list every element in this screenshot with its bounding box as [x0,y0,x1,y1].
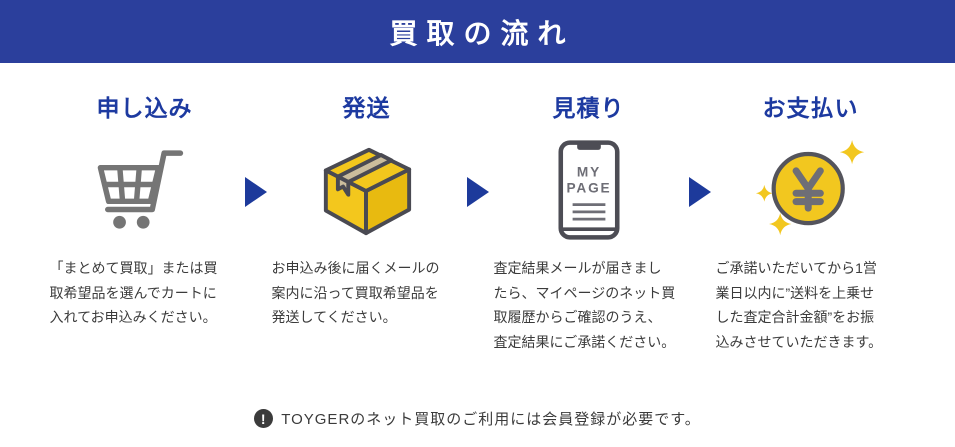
yen-coin-icon [755,137,867,242]
arrow-right-icon [462,95,494,207]
phone-screen-line1: MY [576,164,600,179]
sparkle-icon [755,184,773,202]
arrow-right-icon [684,95,716,207]
footer-note: ! TOYGERのネット買取のご利用には会員登録が必要です。 [0,408,955,429]
step-title: 発送 [342,95,391,121]
exclamation-icon: ! [254,409,274,428]
step-title: 見積り [552,95,625,121]
phone-icon: MY PAGE [557,137,621,242]
step-description: お申込み後に届くメールの 案内に沿って買取希望品を 発送してください。 [271,260,440,325]
cart-icon [95,137,195,242]
step-description: 査定結果メールが届きまし たら、マイページのネット買 取履歴からご確認のうえ、 … [493,260,676,350]
sparkle-icon [839,140,864,165]
step-shipping: 発送 お申込み後に届くメールの 案内に沿って買取希望品を 発送してください。 [272,95,462,330]
arrow-right-icon [240,95,272,207]
phone-screen-line2: PAGE [566,180,611,195]
step-payment: お支払い ご承諾いただいてから1営 業日以内に”送料を上乗せ [716,95,906,354]
buyback-flow-section: 買取の流れ 申し込み 「まとめて買取」または買 取希望品を [0,0,955,429]
footer-note-text: TOYGERのネット買取のご利用には会員登録が必要です。 [281,411,701,428]
sparkle-icon [768,212,791,236]
page-title: 買取の流れ [389,17,575,49]
step-application: 申し込み 「まとめて買取」または買 取希望品を選んでカートに 入れてお申込みくだ… [50,95,240,330]
box-icon [318,137,416,242]
flow-steps: 申し込み 「まとめて買取」または買 取希望品を選んでカートに 入れてお申込みくだ… [0,95,955,354]
step-estimate: 見積り MY PAGE 査定結果メールが届きまし たら、マイページのネット買 取… [494,95,684,354]
step-description: ご承諾いただいてから1営 業日以内に”送料を上乗せ した査定合計金額”をお振 込… [715,260,883,350]
step-description: 「まとめて買取」または買 取希望品を選んでカートに 入れてお申込みください。 [49,260,218,325]
step-title: お支払い [762,95,859,121]
section-header: 買取の流れ [0,0,955,63]
step-title: 申し込み [96,95,193,121]
